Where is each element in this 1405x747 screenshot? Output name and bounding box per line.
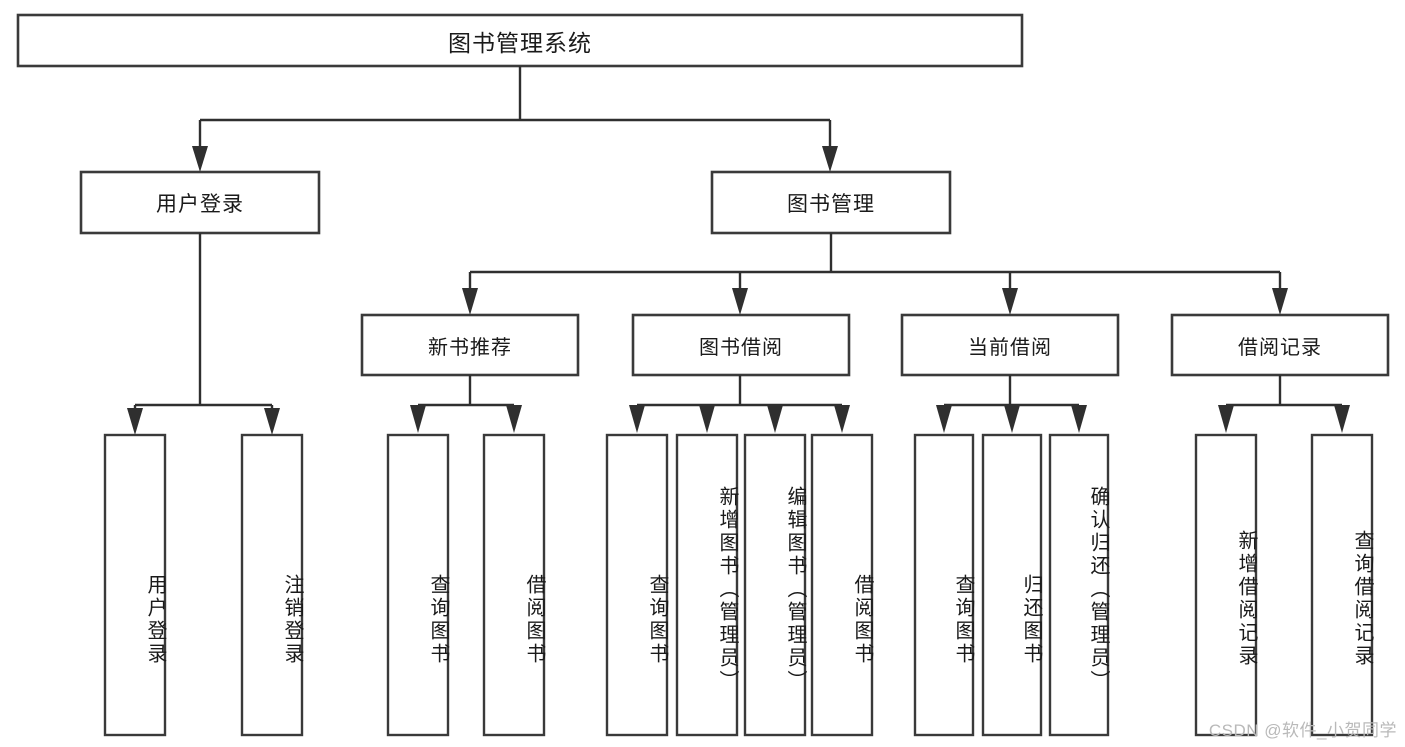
arrow-head-leaf-user-logout bbox=[264, 408, 280, 435]
arrow-head-leaf-query-book-2 bbox=[629, 405, 645, 433]
arrow-head-borrow-record bbox=[1272, 288, 1288, 315]
arrow-head-user-login bbox=[192, 146, 208, 172]
connector-book-management-to-level3 bbox=[462, 233, 1288, 315]
arrow-head-current-borrow bbox=[1002, 288, 1018, 315]
connector-root-to-level2 bbox=[192, 66, 838, 172]
leaf-node-box-return-book[interactable] bbox=[981, 433, 1043, 737]
connector-book-borrow-to-leaves bbox=[629, 375, 850, 433]
arrow-head-leaf-add-record bbox=[1218, 405, 1234, 433]
connector-current-borrow-to-leaves bbox=[936, 375, 1087, 433]
level2-node-box-user-login[interactable] bbox=[79, 170, 321, 235]
leaf-node-box-add-record[interactable] bbox=[1194, 433, 1258, 737]
level2-node-box-book-management[interactable] bbox=[710, 170, 952, 235]
leaf-node-box-confirm-return[interactable] bbox=[1048, 433, 1110, 737]
connector-new-book-recommend-to-leaves bbox=[410, 375, 522, 433]
level3-node-box-new-book-recommend[interactable] bbox=[360, 313, 580, 377]
arrow-head-leaf-add-book bbox=[699, 405, 715, 433]
arrow-head-book-management bbox=[822, 146, 838, 172]
level3-node-box-current-borrow[interactable] bbox=[900, 313, 1120, 377]
connector-user-login-to-leaves bbox=[127, 233, 280, 435]
arrow-head-leaf-query-record bbox=[1334, 405, 1350, 433]
level3-node-box-book-borrow[interactable] bbox=[631, 313, 851, 377]
leaf-node-box-edit-book[interactable] bbox=[743, 433, 807, 737]
leaf-node-box-borrow-book-1[interactable] bbox=[482, 433, 546, 737]
leaf-node-box-user-login[interactable] bbox=[103, 433, 167, 737]
arrow-head-leaf-return-book bbox=[1004, 405, 1020, 433]
arrow-head-leaf-query-book-3 bbox=[936, 405, 952, 433]
leaf-node-box-borrow-book-2[interactable] bbox=[810, 433, 874, 737]
leaf-node-box-query-record[interactable] bbox=[1310, 433, 1374, 737]
arrow-head-leaf-user-login bbox=[127, 408, 143, 435]
level3-node-box-borrow-record[interactable] bbox=[1170, 313, 1390, 377]
leaf-node-box-add-book[interactable] bbox=[675, 433, 739, 737]
leaf-node-box-query-book-3[interactable] bbox=[913, 433, 975, 737]
root-node-box[interactable] bbox=[16, 13, 1024, 68]
connector-borrow-record-to-leaves bbox=[1218, 375, 1350, 433]
arrow-head-leaf-edit-book bbox=[767, 405, 783, 433]
leaf-node-box-query-book-2[interactable] bbox=[605, 433, 669, 737]
arrow-head-new-book-recommend bbox=[462, 288, 478, 315]
leaf-node-box-query-book-1[interactable] bbox=[386, 433, 450, 737]
arrow-head-leaf-borrow-book-2 bbox=[834, 405, 850, 433]
arrow-head-leaf-borrow-book-1 bbox=[506, 405, 522, 433]
arrow-head-leaf-query-book-1 bbox=[410, 405, 426, 433]
leaf-node-box-user-logout[interactable] bbox=[240, 433, 304, 737]
arrow-head-leaf-confirm-return bbox=[1071, 405, 1087, 433]
arrow-head-book-borrow bbox=[732, 288, 748, 315]
